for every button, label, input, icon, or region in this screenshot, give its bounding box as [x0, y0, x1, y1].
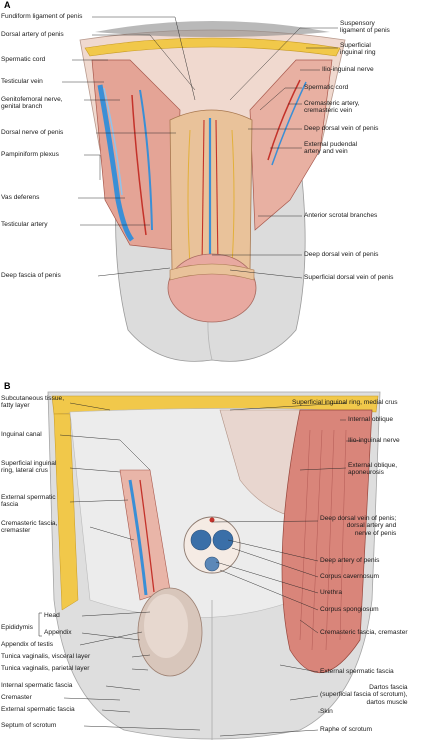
- label-sup-ring-lateral-line2: ring, lateral crus: [1, 467, 48, 475]
- label-ilio-inguinal: Ilio-inguinal nerve: [322, 66, 374, 73]
- label-dorsal-artery: Dorsal artery of penis: [1, 31, 64, 38]
- label-urethra: Urethra: [320, 589, 342, 596]
- label-ext-pudendal-line2: artery and vein: [304, 148, 348, 156]
- label-subcutaneous-line1: Subcutaneous tissue,: [1, 395, 65, 402]
- label-ext-spermatic-fascia-left-line2: fascia: [1, 501, 19, 509]
- label-dartos-line1: Dartos fascia: [369, 684, 408, 691]
- label-spermatic-cord-right: Spermatic cord: [304, 84, 349, 91]
- label-spermatic-cord-left: Spermatic cord: [1, 56, 46, 63]
- right-muscle-b: [281, 409, 373, 674]
- label-deep-dorsal-b-line2: dorsal artery and: [346, 522, 397, 530]
- label-sup-ring-lateral: Superficial inguinal ring, lateral crus: [1, 460, 56, 475]
- label-external-oblique-line1: External oblique,: [348, 462, 398, 469]
- label-deep-dorsal-vein-a2: Deep dorsal vein of penis: [304, 251, 379, 258]
- label-suspensory-line1: Suspensory: [340, 20, 375, 27]
- label-tunica-parietal: Tunica vaginalis, parietal layer: [1, 665, 90, 672]
- label-corpus-spongiosum: Corpus spongiosum: [320, 606, 379, 613]
- label-external-oblique-line2: aponeurosis: [348, 469, 384, 477]
- label-genitofemoral-line2: genital branch: [1, 103, 43, 111]
- label-genitofemoral: Genitofemoral nerve, genital branch: [1, 96, 63, 111]
- label-raphe: Raphe of scrotum: [320, 726, 373, 733]
- label-septum: Septum of scrotum: [1, 722, 57, 729]
- label-subcutaneous: Subcutaneous tissue, fatty layer: [1, 395, 64, 410]
- label-superficial-dorsal: Superficial dorsal vein of penis: [304, 274, 394, 281]
- label-ext-spermatic-fascia-left: External spermatic fascia: [1, 494, 56, 509]
- label-fundiform: Fundiform ligament of penis: [1, 13, 83, 20]
- label-deep-fascia: Deep fascia of penis: [1, 272, 61, 279]
- label-dorsal-nerve: Dorsal nerve of penis: [1, 129, 64, 136]
- label-superficial-ring-line2: inguinal ring: [340, 49, 376, 57]
- label-deep-dorsal-vein-a1: Deep dorsal vein of penis: [304, 125, 379, 132]
- label-deep-artery: Deep artery of penis: [320, 557, 380, 564]
- label-cremasteric-line2: cremasteric vein: [304, 107, 353, 115]
- label-superficial-ring-line1: Superficial: [340, 42, 371, 49]
- label-corpus-cavernosum: Corpus cavernosum: [320, 573, 380, 580]
- label-ilio-inguinal-b: Ilio-inguinal nerve: [348, 437, 400, 444]
- label-cremaster: Cremaster: [1, 694, 32, 701]
- label-ext-pudendal: External pudendal artery and vein: [304, 141, 357, 156]
- label-deep-dorsal-b: Deep dorsal vein of penis; dorsal artery…: [320, 515, 396, 537]
- label-deep-dorsal-b-line1: Deep dorsal vein of penis;: [320, 515, 397, 522]
- label-internal-spermatic: Internal spermatic fascia: [1, 682, 73, 689]
- fat-layer-a: [84, 37, 341, 57]
- label-cremasteric: Cremasteric artery, cremasteric vein: [304, 100, 360, 115]
- label-anterior-scrotal: Anterior scrotal branches: [304, 212, 378, 219]
- label-genitofemoral-line1: Genitofemoral nerve,: [1, 96, 63, 103]
- label-cremasteric-fascia-right: Cremasteric fascia, cremaster: [320, 629, 408, 636]
- label-epididymis-head: Head: [44, 612, 60, 619]
- label-dartos-line2: (superficial fascia of scrotum),: [320, 691, 408, 699]
- pubic-hair: [95, 21, 330, 37]
- label-suspensory: Suspensory ligament of penis: [340, 20, 390, 35]
- label-epididymis-appendix: Appendix: [44, 629, 72, 636]
- label-appendix-testis: Appendix of testis: [1, 641, 54, 648]
- panel-b-letter: B: [4, 381, 11, 391]
- label-dartos: Dartos fascia (superficial fascia of scr…: [320, 684, 408, 706]
- label-ext-spermatic-fascia-right: External spermatic fascia: [320, 668, 394, 675]
- label-ext-spermatic-fascia-bottom: External spermatic fascia: [1, 706, 75, 713]
- label-cremasteric-fascia-left-line2: cremaster: [1, 527, 31, 535]
- label-ext-pudendal-line1: External pudendal: [304, 141, 358, 148]
- label-cremasteric-fascia-left-line1: Cremasteric fascia,: [1, 520, 58, 527]
- label-subcutaneous-line2: fatty layer: [1, 402, 30, 410]
- label-superficial-ring: Superficial inguinal ring: [340, 42, 376, 57]
- label-inguinal-canal: Inguinal canal: [1, 431, 42, 438]
- label-sup-ring-medial: Superficial inguinal ring, medial crus: [292, 399, 398, 406]
- label-cremasteric-fascia-left: Cremasteric fascia, cremaster: [1, 520, 57, 535]
- label-deep-dorsal-b-line3: nerve of penis: [354, 529, 397, 537]
- panel-a-leaders: [62, 16, 338, 279]
- label-epididymis: Epididymis: [1, 624, 33, 631]
- label-pampiniform: Pampiniform plexus: [1, 151, 59, 158]
- label-vas-deferens: Vas deferens: [1, 194, 40, 201]
- label-dartos-line3: dartos muscle: [366, 698, 408, 706]
- label-ext-spermatic-fascia-left-line1: External spermatic: [1, 494, 56, 501]
- label-external-oblique: External oblique, aponeurosis: [348, 462, 397, 477]
- label-cremasteric-line1: Cremasteric artery,: [304, 100, 360, 107]
- label-testicular-artery: Testicular artery: [1, 221, 48, 228]
- pampiniform-plexus-a: [97, 84, 135, 242]
- label-internal-oblique: Internal oblique: [348, 416, 394, 423]
- label-sup-ring-lateral-line1: Superficial inguinal: [1, 460, 57, 467]
- right-cord-region: [249, 59, 333, 231]
- label-tunica-visceral: Tunica vaginalis, visceral layer: [1, 653, 91, 660]
- label-testicular-vein: Testicular vein: [1, 78, 43, 85]
- label-suspensory-line2: ligament of penis: [340, 27, 390, 35]
- panel-a-illustration: [79, 21, 346, 362]
- panel-a-letter: A: [4, 0, 11, 10]
- label-skin: Skin: [320, 708, 333, 715]
